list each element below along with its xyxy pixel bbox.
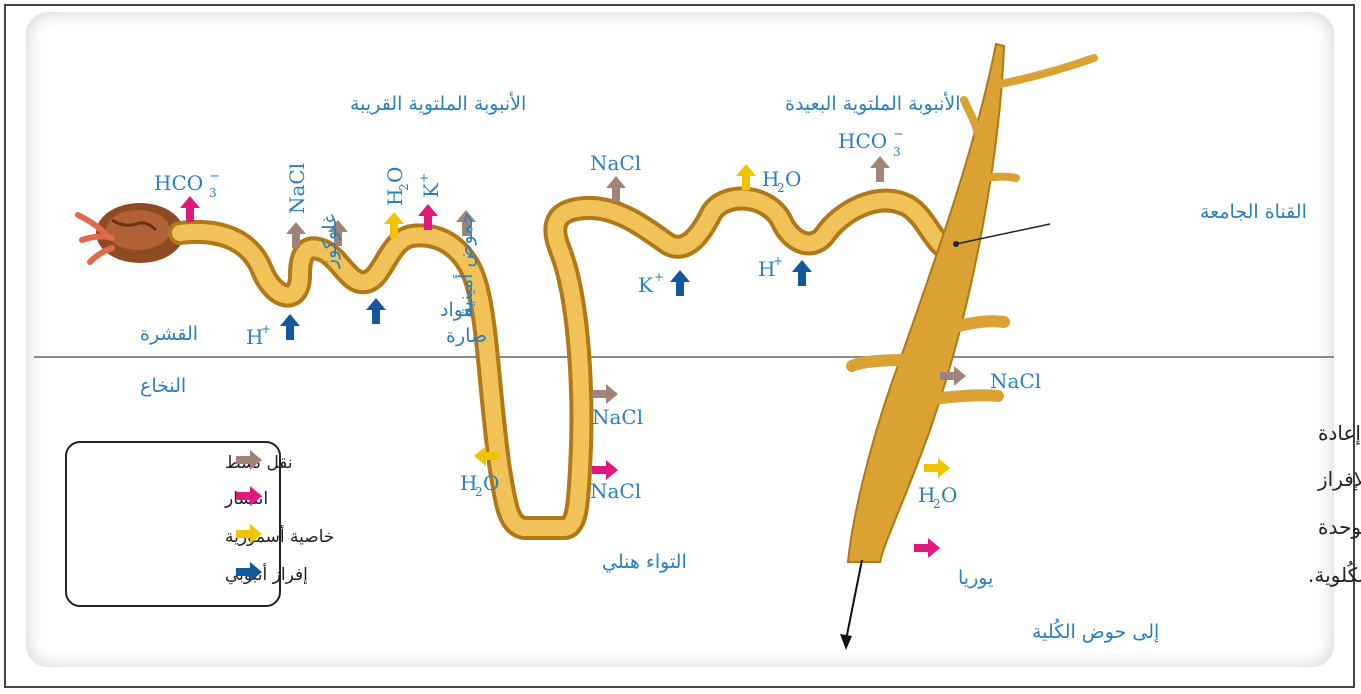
svg-text:H: H	[758, 257, 775, 281]
label-harmful-2: ضارة	[446, 325, 487, 347]
svg-text:+: +	[654, 270, 664, 284]
label-hco3-proximal: HCO 3 −	[154, 169, 220, 200]
svg-text:+: +	[773, 254, 783, 268]
arrow-h2o-duct	[924, 458, 950, 478]
arrow-h-proximal	[280, 314, 300, 340]
label-urea: يوريا	[958, 567, 993, 589]
svg-text:O: O	[941, 483, 957, 507]
label-nacl-loop-1: NaCl	[592, 405, 643, 429]
svg-text:K: K	[638, 273, 654, 297]
collecting-duct	[846, 42, 1098, 563]
label-nacl-loop-2: NaCl	[590, 479, 641, 503]
label-amino-acids: حموض أمينية	[453, 212, 477, 316]
nephron-tubule-highlight	[172, 190, 964, 536]
label-k-proximal: K +	[417, 173, 443, 198]
figure-caption: الشكل (5): إعادة الامتصاص والإفراز الأنب…	[1308, 421, 1361, 587]
arrow-nacl-proximal	[286, 222, 306, 248]
arrow-h2o-proximal	[384, 212, 404, 238]
label-h2o-proximal: H 2 O	[383, 167, 411, 206]
legend: نقل نشط انتشار خاصية أسموزية إفراز أنبوب…	[65, 441, 334, 607]
label-collecting-duct: القناة الجامعة	[1200, 201, 1307, 223]
svg-text:+: +	[417, 173, 431, 183]
svg-text:−: −	[209, 169, 220, 184]
svg-text:H: H	[918, 483, 935, 507]
arrow-nacl-loop-diff	[592, 460, 618, 480]
label-distal-tubule: الأنبوبة الملتوية البعيدة	[785, 92, 961, 115]
label-proximal-tubule: الأنبوبة الملتوية القريبة	[350, 92, 526, 115]
svg-text:H: H	[460, 471, 477, 495]
label-hco3-distal: HCO 3 −	[838, 127, 904, 159]
arrow-nacl-loop-up	[592, 384, 618, 404]
svg-text:3: 3	[209, 186, 217, 200]
svg-text:+: +	[261, 322, 271, 336]
svg-text:O: O	[483, 471, 499, 495]
label-k-distal: K +	[638, 270, 664, 297]
label-cortex: القشرة	[140, 323, 198, 345]
svg-text:2: 2	[933, 497, 941, 511]
arrow-h2o-distal	[736, 164, 756, 190]
svg-text:HCO: HCO	[154, 171, 203, 195]
arrow-nacl-duct	[940, 366, 966, 386]
label-h-proximal: H +	[246, 322, 271, 349]
svg-text:HCO: HCO	[838, 129, 887, 153]
legend-item-osmosis: خاصية أسموزية	[225, 524, 334, 547]
label-medulla: النخاع	[140, 375, 186, 397]
caption-line-2: الامتصاص والإفراز	[1317, 467, 1361, 491]
svg-text:2: 2	[475, 485, 483, 499]
arrow-amino	[456, 210, 476, 236]
collecting-duct-pointer	[955, 223, 1051, 245]
label-harmful-1: مواد	[440, 299, 474, 321]
arrow-glucose	[328, 220, 348, 246]
caption-line-1: الشكل (5): إعادة	[1318, 421, 1361, 446]
svg-text:H: H	[246, 325, 263, 349]
arrow-nacl-distal	[606, 176, 626, 202]
glomerulus	[75, 203, 184, 265]
svg-text:H: H	[762, 167, 779, 191]
label-h2o-loop: H 2 O	[460, 471, 499, 499]
label-glucose: غلوكوز	[319, 214, 341, 269]
label-loop-of-henle: التواء هنلي	[602, 551, 687, 573]
label-nacl-proximal: NaCl	[285, 163, 309, 214]
arrow-hco3-distal	[870, 156, 890, 182]
arrow-harmful	[366, 298, 386, 324]
caption-line-4: الأنبوبية الكُلوية.	[1308, 561, 1361, 587]
label-nacl-distal: NaCl	[590, 151, 641, 175]
to-pelvis-arrow	[840, 559, 863, 650]
label-to-renal-pelvis: إلى حوض الكُلية	[1032, 619, 1159, 644]
svg-text:2: 2	[777, 181, 785, 195]
label-h2o-distal: H 2 O	[762, 167, 801, 195]
arrow-k-distal	[670, 270, 690, 296]
caption-line-3: الأنبوبي في الوحدة	[1318, 515, 1361, 540]
svg-text:−: −	[893, 127, 904, 142]
label-h2o-duct: H 2 O	[918, 483, 957, 511]
legend-item-diffusion: انتشار	[224, 486, 268, 509]
legend-item-active-transport: نقل نشط	[225, 450, 293, 473]
arrow-k-proximal	[418, 204, 438, 230]
arrow-urea-duct	[914, 538, 940, 558]
svg-text:K: K	[419, 182, 443, 198]
arrow-hco3-proximal	[180, 196, 200, 222]
svg-text:2: 2	[397, 183, 411, 191]
svg-text:O: O	[785, 167, 801, 191]
svg-text:H: H	[383, 189, 407, 206]
label-nacl-duct: NaCl	[990, 369, 1041, 393]
arrow-h-distal	[792, 260, 812, 286]
svg-text:3: 3	[893, 145, 901, 159]
svg-text:O: O	[383, 167, 407, 183]
svg-text:نقل نشط: نقل نشط	[225, 453, 293, 473]
arrow-h2o-loop	[474, 446, 500, 466]
label-h-distal: H +	[758, 254, 783, 281]
legend-item-secretion: إفراز أنبوبي	[225, 562, 308, 585]
